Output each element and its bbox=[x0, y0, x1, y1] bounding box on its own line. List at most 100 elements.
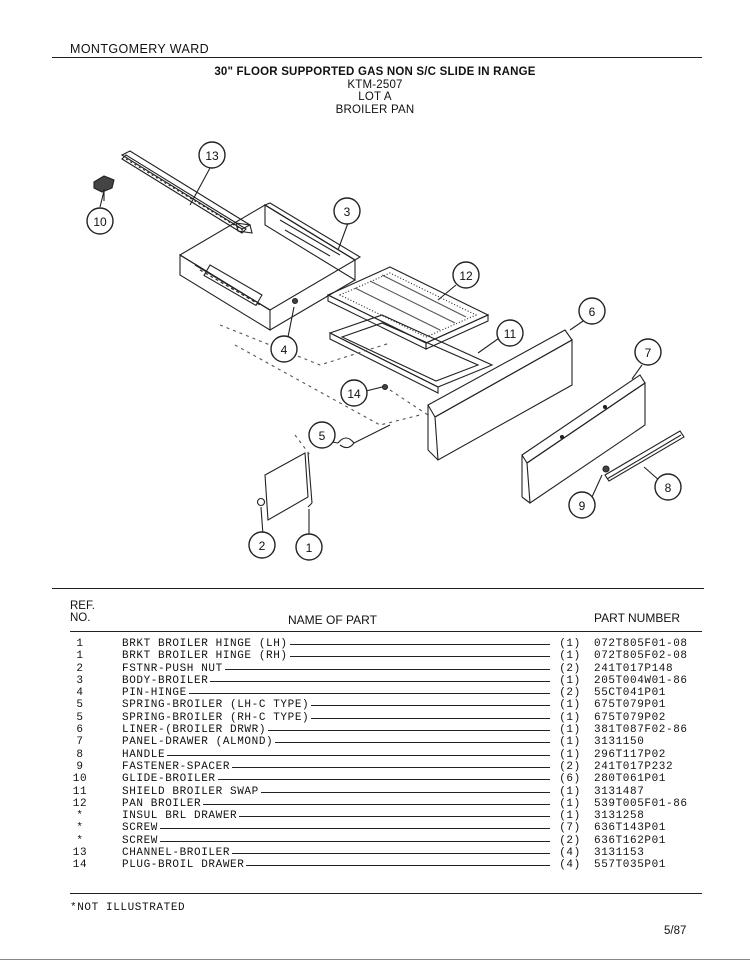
assembly-guide-lines bbox=[219, 324, 429, 456]
callout-circles: 13 10 3 12 6 11 7 14 5 8 9 4 2 1 bbox=[86, 141, 682, 561]
ref-number: 14 bbox=[72, 859, 88, 872]
leader-line bbox=[232, 766, 550, 768]
part-number: 675T079P02 bbox=[594, 711, 667, 724]
quantity: (1) bbox=[559, 638, 581, 650]
ref-number: 3 bbox=[76, 674, 84, 687]
part-name: SCREW bbox=[122, 822, 159, 835]
model-number: KTM-2507 bbox=[347, 78, 403, 91]
leader-line bbox=[189, 693, 550, 695]
part-number: 557T035P01 bbox=[594, 859, 667, 872]
part-name: FSTNR-PUSH NUT bbox=[122, 662, 223, 675]
leader-line bbox=[311, 705, 550, 707]
part-name: PANEL-DRAWER (ALMOND) bbox=[122, 736, 274, 749]
part-number: 55CT041P01 bbox=[594, 687, 667, 700]
column-header-ref: REF. NO. bbox=[70, 600, 95, 624]
ref-label: REF. bbox=[70, 600, 95, 612]
part-number: 636T162P01 bbox=[594, 834, 667, 847]
leader-line bbox=[290, 656, 550, 658]
svg-text:9: 9 bbox=[579, 499, 586, 513]
callout-14: 14 bbox=[340, 379, 368, 407]
callout-13: 13 bbox=[198, 141, 226, 169]
table-row: * SCREW (2) 636T162P01 bbox=[0, 835, 750, 847]
callout-12: 12 bbox=[452, 261, 480, 289]
page-number: 5/87 bbox=[664, 925, 687, 937]
quantity: (1) bbox=[559, 797, 581, 810]
part-number: 241T017P148 bbox=[594, 662, 674, 675]
svg-text:5: 5 bbox=[319, 429, 326, 443]
footnote: *NOT ILLUSTRATED bbox=[70, 902, 186, 914]
quantity: (6) bbox=[559, 773, 581, 786]
plug-part bbox=[381, 383, 389, 391]
ref-number: 2 bbox=[76, 662, 84, 675]
ref-number: 5 bbox=[76, 699, 84, 712]
callout-5: 5 bbox=[308, 421, 336, 449]
quantity: (2) bbox=[559, 687, 581, 700]
part-name: SPRING-BROILER (LH-C TYPE) bbox=[122, 699, 310, 712]
part-name: SPRING-BROILER (RH-C TYPE) bbox=[122, 711, 310, 724]
quantity: (1) bbox=[559, 748, 581, 761]
quantity: (1) bbox=[559, 736, 581, 749]
svg-text:12: 12 bbox=[459, 269, 473, 283]
ref-number: 5 bbox=[76, 711, 84, 724]
table-top-rule bbox=[52, 588, 704, 589]
part-number: 381T087F02-86 bbox=[594, 724, 688, 737]
table-row: 5 SPRING-BROILER (LH-C TYPE) (1) 675T079P01 bbox=[0, 699, 750, 711]
footer-rule bbox=[0, 959, 750, 960]
table-header-rule bbox=[70, 631, 702, 632]
document-title: 30" FLOOR SUPPORTED GAS NON S/C SLIDE IN… bbox=[214, 66, 536, 78]
ref-number: * bbox=[76, 810, 84, 823]
svg-text:13: 13 bbox=[205, 149, 219, 163]
quantity: (4) bbox=[559, 847, 581, 860]
leader-line bbox=[203, 803, 550, 805]
ref-number: 9 bbox=[76, 760, 84, 773]
table-row: *SCREW(7)636T143P01 bbox=[0, 822, 750, 834]
column-header-part-number: PART NUMBER bbox=[594, 611, 681, 625]
part-name: SCREW bbox=[122, 834, 159, 847]
quantity: (2) bbox=[559, 834, 581, 847]
quantity: (1) bbox=[559, 810, 581, 823]
callout-10: 10 bbox=[86, 207, 114, 235]
section-title: BROILER PAN bbox=[335, 103, 415, 116]
svg-text:1: 1 bbox=[306, 541, 313, 555]
lot-label: LOT A bbox=[358, 91, 392, 103]
svg-text:8: 8 bbox=[665, 481, 672, 495]
leader-line bbox=[225, 668, 550, 670]
table-bottom-rule bbox=[70, 893, 702, 894]
part-number: 280T061P01 bbox=[594, 773, 667, 786]
part-number: 241T017P232 bbox=[594, 760, 674, 773]
leader-line bbox=[167, 754, 550, 756]
callout-leaders bbox=[99, 167, 661, 536]
quantity: (2) bbox=[559, 662, 581, 675]
drawer-liner-part bbox=[427, 329, 573, 461]
handle-part bbox=[604, 430, 685, 482]
quantity: (1) bbox=[559, 699, 581, 712]
part-number: 072T805F01-08 bbox=[594, 638, 688, 650]
broiler-pan-part bbox=[326, 266, 490, 350]
leader-line bbox=[311, 717, 550, 719]
callout-4: 4 bbox=[270, 335, 298, 363]
ref-number: 8 bbox=[76, 748, 84, 761]
ref-number: 10 bbox=[72, 773, 88, 786]
callout-2: 2 bbox=[248, 531, 276, 559]
callout-3: 3 bbox=[333, 197, 361, 225]
pin-hinge-part bbox=[291, 297, 299, 305]
ref-number: 1 bbox=[76, 638, 84, 650]
part-number: 3131153 bbox=[594, 847, 645, 860]
quantity: (1) bbox=[559, 724, 581, 737]
brand-header: MONTGOMERY WARD bbox=[70, 42, 210, 56]
ref-number: * bbox=[76, 834, 84, 847]
channel-broiler-part bbox=[120, 150, 253, 234]
ref-number: 6 bbox=[76, 724, 84, 737]
part-number: 675T079P01 bbox=[594, 699, 667, 712]
part-name: PAN BROILER bbox=[122, 797, 202, 810]
